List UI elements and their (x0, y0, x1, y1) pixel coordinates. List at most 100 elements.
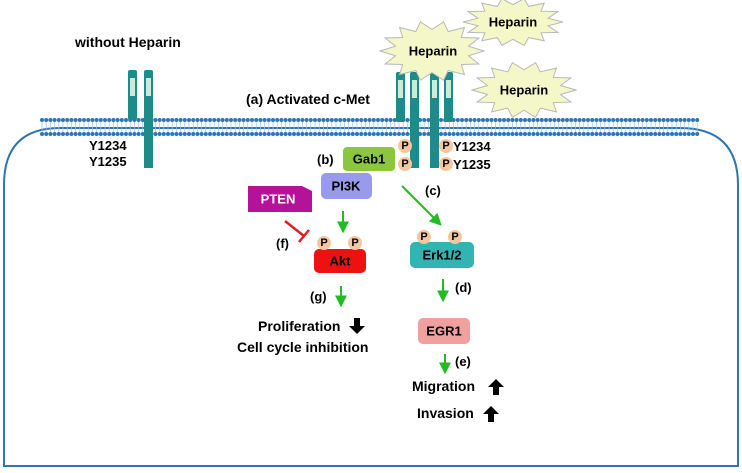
lipid-head (279, 132, 284, 136)
lipid-head (65, 118, 70, 122)
lipid-head (615, 118, 620, 122)
left-y1234-label: Y1234 (89, 138, 127, 153)
lipid-head (304, 118, 309, 122)
lipid-head (77, 118, 82, 122)
lipid-head (644, 132, 649, 136)
lipid-head (208, 118, 212, 122)
lipid-head (640, 132, 645, 136)
lipid-head (233, 132, 238, 136)
lipid-head (686, 118, 691, 122)
lipid-head (539, 132, 544, 136)
erk-phospho-1: P (417, 230, 431, 244)
left-y1235-label: Y1235 (89, 154, 127, 169)
lipid-head (90, 118, 95, 122)
lipid-head (40, 118, 44, 122)
lipid-head (464, 118, 469, 122)
lipid-head (321, 118, 326, 122)
lipid-head (90, 132, 95, 136)
lipid-head (346, 118, 351, 122)
lipid-head (338, 132, 343, 136)
heparin-burst-2: Heparin (462, 0, 564, 47)
lipid-head (61, 118, 65, 122)
lipid-head (187, 132, 191, 136)
svg-text:P: P (401, 140, 408, 152)
lipid-head (539, 118, 544, 122)
lipid-head (229, 132, 233, 136)
lipid-head (82, 118, 86, 122)
heparin-label-2: Heparin (489, 15, 537, 30)
lipid-head (98, 118, 103, 122)
lipid-head (581, 132, 586, 136)
lipid-head (212, 132, 217, 136)
lipid-head (140, 118, 145, 122)
step-g-label: (g) (310, 289, 327, 304)
lipid-head (359, 118, 364, 122)
lipid-head (174, 118, 179, 122)
lipid-head (275, 118, 280, 122)
lipid-head (283, 132, 288, 136)
lipid-head (649, 118, 653, 122)
lipid-head (489, 132, 494, 136)
lipid-head (691, 118, 695, 122)
lipid-head (678, 118, 683, 122)
lipid-head (170, 132, 175, 136)
lipid-head (359, 132, 364, 136)
lipid-head (237, 132, 242, 136)
lipid-head (313, 118, 317, 122)
lipid-head (619, 118, 624, 122)
lipid-head (195, 118, 200, 122)
lipid-head (52, 132, 57, 136)
lipid-head (292, 132, 296, 136)
lipid-head (636, 132, 641, 136)
lipid-head (581, 118, 586, 122)
lipid-head (682, 132, 687, 136)
lipid-head (590, 132, 595, 136)
lipid-head (556, 132, 561, 136)
lipid-head (161, 118, 166, 122)
lipid-head (178, 118, 183, 122)
lipid-head (443, 132, 448, 136)
lipid-head (602, 118, 607, 122)
lipid-head (657, 118, 662, 122)
lipid-head (191, 118, 196, 122)
lipid-head (577, 118, 582, 122)
lipid-head (565, 118, 569, 122)
lipid-head (124, 132, 128, 136)
lipid-head (140, 132, 145, 136)
svg-text:P: P (351, 237, 358, 249)
arrow-gab1-to-erk (401, 185, 442, 226)
lipid-head (287, 118, 292, 122)
lipid-head (468, 132, 473, 136)
receptor-phospho-right-1: P (439, 139, 453, 153)
lipid-head (560, 132, 565, 136)
lipid-head (338, 118, 343, 122)
svg-text:P: P (420, 231, 427, 243)
lipid-head (577, 132, 582, 136)
lipid-head (191, 132, 196, 136)
lipid-head (371, 118, 376, 122)
lipid-head (653, 132, 658, 136)
lipid-head (569, 118, 574, 122)
lipid-head (48, 118, 53, 122)
lipid-head (632, 132, 637, 136)
heparin-burst-1: Heparin (378, 21, 486, 81)
lipid-head (527, 118, 532, 122)
lipid-head (329, 118, 334, 122)
lipid-head (586, 118, 590, 122)
lipid-head (346, 132, 351, 136)
up-arrow-icon-2 (483, 406, 499, 422)
lipid-head (317, 118, 322, 122)
lipid-head (468, 118, 473, 122)
svg-text:P: P (320, 237, 327, 249)
lipid-head (460, 132, 464, 136)
lipid-head (224, 132, 229, 136)
lipid-head (384, 132, 389, 136)
receptor-phospho-right-2: P (439, 157, 453, 171)
lipid-head (325, 132, 330, 136)
lipid-head (691, 132, 695, 136)
lipid-head (262, 118, 267, 122)
right-y1235-label: Y1235 (453, 157, 491, 172)
lipid-head (380, 132, 385, 136)
lipid-head (628, 132, 632, 136)
